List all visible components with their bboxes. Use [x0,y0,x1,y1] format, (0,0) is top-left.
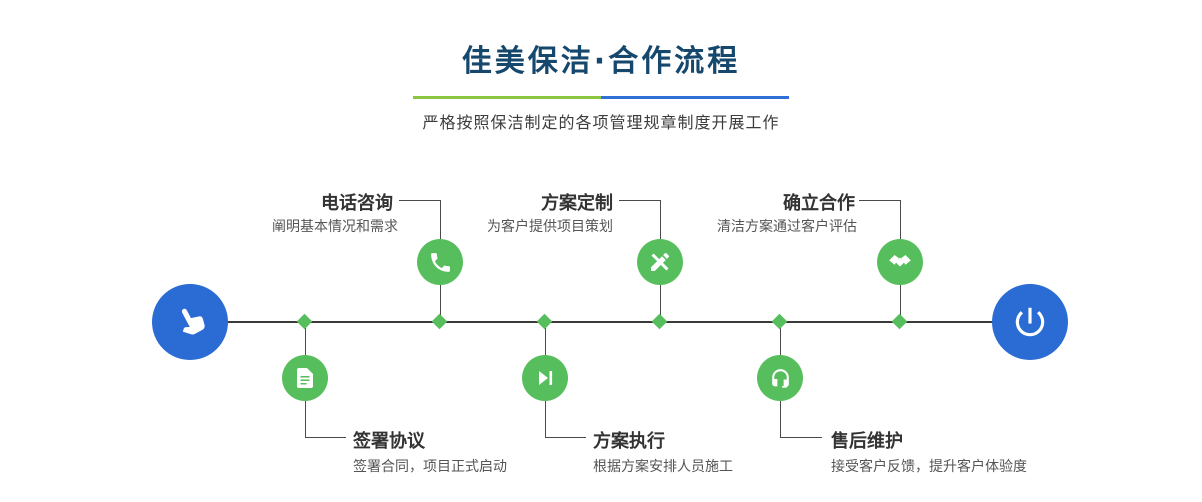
step-desc-establish-coop: 清洁方案通过客户评估 [717,219,857,235]
connector [780,437,822,438]
connector [545,323,546,355]
play-step-icon [533,366,557,390]
connector [780,323,781,355]
header: 佳美保洁·合作流程 严格按照保洁制定的各项管理规章制度开展工作 [0,36,1202,133]
step-desc-after-sales: 接受客户反馈，提升客户体验度 [831,459,1027,475]
timeline-diamond [651,313,668,330]
hand-pointer-icon [170,302,210,342]
timeline-line [205,321,1017,323]
connector [545,401,546,437]
start-node [152,284,228,360]
phone-icon [428,250,453,275]
step-node-plan-customize [637,239,683,285]
connector [619,200,660,201]
headset-icon [768,366,793,391]
title-divider [413,96,789,99]
timeline-diamond [771,313,788,330]
connector [399,200,440,201]
connector [660,200,661,239]
timeline-diamond [431,313,448,330]
step-title-phone-consult: 电话咨询 [321,193,393,214]
page-subtitle: 严格按照保洁制定的各项管理规章制度开展工作 [422,113,780,132]
step-node-after-sales [757,355,803,401]
contract-icon [293,366,317,390]
connector [900,200,901,239]
step-desc-plan-execute: 根据方案安排人员施工 [593,459,733,475]
connector [305,437,346,438]
step-node-establish-coop [877,239,923,285]
timeline-diamond [536,313,553,330]
step-title-sign-agreement: 签署协议 [353,431,425,452]
connector [440,285,441,321]
step-node-sign-agreement [282,355,328,401]
pencil-ruler-icon [648,250,672,274]
connector [545,437,586,438]
connector [660,285,661,321]
connector [780,401,781,437]
step-desc-phone-consult: 阐明基本情况和需求 [272,219,398,235]
connector [305,401,306,437]
page-title: 佳美保洁·合作流程 [461,44,741,79]
step-desc-sign-agreement: 签署合同，项目正式启动 [353,459,507,475]
step-node-plan-execute [522,355,568,401]
step-desc-plan-customize: 为客户提供项目策划 [487,219,613,235]
connector [440,200,441,239]
connector [305,323,306,355]
step-title-after-sales: 售后维护 [831,431,903,452]
timeline-diamond [891,313,908,330]
timeline-diamond [296,313,313,330]
step-title-establish-coop: 确立合作 [783,193,855,214]
divider-blue-segment [601,96,789,99]
power-icon [1011,303,1049,341]
step-title-plan-execute: 方案执行 [593,431,665,452]
divider-green-segment [413,96,601,99]
step-node-phone-consult [417,239,463,285]
connector [900,285,901,321]
connector [859,200,900,201]
end-node [992,284,1068,360]
step-title-plan-customize: 方案定制 [541,193,613,214]
handshake-icon [887,249,913,275]
